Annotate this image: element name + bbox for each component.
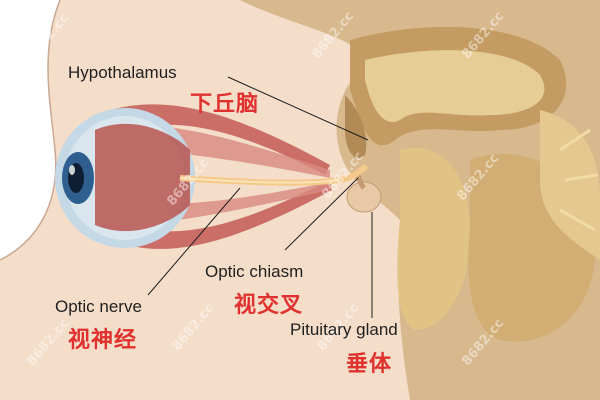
optic-nerve-highlight xyxy=(179,177,341,184)
label-optic-nerve-en: Optic nerve xyxy=(55,297,142,316)
hypothalamus-region xyxy=(345,95,367,159)
outside-area xyxy=(0,0,60,260)
label-optic-chiasm-zh: 视交叉 xyxy=(234,293,304,318)
cerebellum-folds xyxy=(559,128,599,232)
leader-optic-nerve xyxy=(147,187,241,296)
label-optic-nerve-zh: 视神经 xyxy=(68,328,138,353)
face-outline xyxy=(0,0,61,261)
pituitary-gland-shape xyxy=(346,181,382,213)
leader-optic-chiasm xyxy=(284,177,359,251)
label-pituitary-zh: 垂体 xyxy=(346,352,393,377)
eye-muscle-attachment xyxy=(95,123,190,232)
leader-hypothalamus xyxy=(227,76,369,141)
label-hypothalamus-zh: 下丘脑 xyxy=(190,92,260,117)
brainstem-region xyxy=(397,148,470,330)
pituitary-stalk xyxy=(355,174,366,190)
posterior-lobe xyxy=(540,110,600,260)
eye-highlight xyxy=(69,165,75,175)
label-optic-chiasm-en: Optic chiasm xyxy=(205,262,304,281)
label-pituitary-en: Pituitary gland xyxy=(290,320,398,339)
thalamus-region xyxy=(365,50,545,122)
label-hypothalamus-en: Hypothalamus xyxy=(68,63,177,82)
